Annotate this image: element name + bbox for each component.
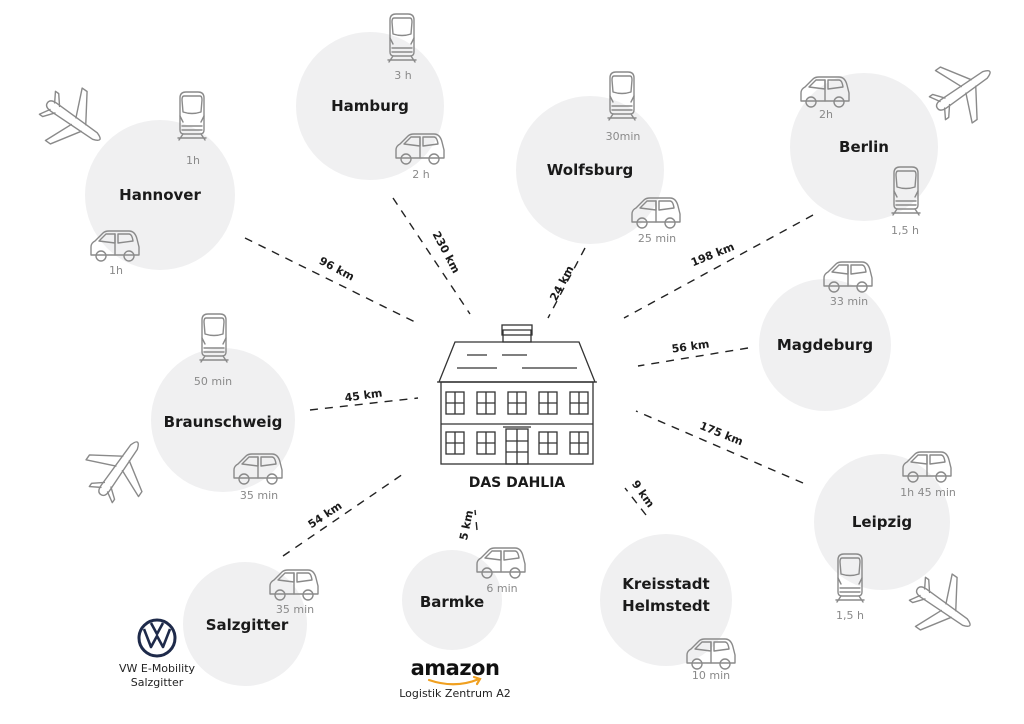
city-name-magdeburg: Magdeburg (777, 336, 873, 354)
distance-label-berlin: 198 km (689, 240, 736, 269)
city-name-helmstedt-line1: Kreisstadt (622, 575, 709, 593)
city-circle-berlin (790, 73, 938, 221)
city-magdeburg: Magdeburg 33 min (777, 261, 873, 354)
distance-label-salzgitter: 54 km (306, 499, 345, 531)
car-time-helmstedt: 10 min (692, 669, 730, 682)
route-line-leipzig (635, 410, 804, 484)
route-line-barmke (474, 509, 478, 531)
distance-label-hannover: 96 km (317, 254, 357, 283)
distance-label-barmke: 5 km (457, 509, 476, 541)
car-time-hamburg: 2 h (412, 168, 429, 181)
city-circle-magdeburg (759, 279, 891, 411)
distance-label-magdeburg: 56 km (671, 337, 710, 355)
city-berlin: Berlin 2h 1,5 h (800, 44, 1009, 237)
city-group: Hannover 1h 1h Hamburg 3 h 2 h Wolfsburg 30min 2… (28, 13, 1009, 682)
das-dahlia-label: DAS DAHLIA (469, 475, 566, 491)
amazon-logo-icon: amazon (411, 656, 500, 680)
city-circle-hannover (85, 120, 235, 270)
amazon-smile-icon (427, 675, 482, 686)
train-time-wolfsburg: 30min (606, 130, 641, 143)
vw-label-line1: VW E-Mobility (119, 662, 196, 675)
amazon-partner: amazon Logistik Zentrum A2 (399, 656, 511, 700)
distance-label-braunschweig: 45 km (344, 386, 383, 404)
city-wolfsburg: Wolfsburg 30min 25 min (547, 71, 681, 245)
route-line-hannover (244, 237, 416, 323)
city-name-wolfsburg: Wolfsburg (547, 161, 633, 179)
city-name-hannover: Hannover (119, 186, 201, 204)
route-line-hamburg (392, 197, 471, 315)
amazon-label: Logistik Zentrum A2 (399, 687, 511, 700)
train-time-hamburg: 3 h (394, 69, 411, 82)
city-name-salzgitter: Salzgitter (206, 616, 289, 634)
car-time-leipzig: 1h 45 min (900, 486, 956, 499)
distance-label-leipzig: 175 km (698, 419, 745, 448)
city-circle-leipzig (814, 454, 950, 590)
airplane-icon (73, 423, 165, 514)
route-line-magdeburg (637, 347, 749, 367)
car-time-hannover: 1h (109, 264, 123, 277)
route-line-helmstedt (624, 487, 647, 516)
car-time-braunschweig: 35 min (240, 489, 278, 502)
train-time-berlin: 1,5 h (891, 224, 919, 237)
route-line-wolfsburg (547, 247, 586, 319)
distance-label-wolfsburg: 24 km (547, 264, 576, 304)
distance-label-helmstedt: 9 km (629, 478, 657, 510)
city-name-berlin: Berlin (839, 138, 889, 156)
route-line-braunschweig (309, 397, 419, 411)
car-time-magdeburg: 33 min (830, 295, 868, 308)
car-time-berlin: 2h (819, 108, 833, 121)
train-time-hannover: 1h (186, 154, 200, 167)
city-circle-braunschweig (151, 348, 295, 492)
city-name-braunschweig: Braunschweig (164, 413, 283, 431)
city-leipzig: Leipzig 1h 45 min 1,5 h (835, 451, 989, 653)
distance-label-hamburg: 230 km (430, 229, 463, 275)
car-time-salzgitter: 35 min (276, 603, 314, 616)
route-line-salzgitter (282, 471, 407, 557)
city-hamburg: Hamburg 3 h 2 h (331, 13, 445, 181)
house-icon (437, 324, 597, 465)
route-line-berlin (623, 214, 814, 319)
vw-label-line2: Salzgitter (131, 676, 184, 689)
city-hannover: Hannover 1h 1h (28, 75, 207, 277)
city-circle-helmstedt (600, 534, 732, 666)
car-time-wolfsburg: 25 min (638, 232, 676, 245)
car-time-barmke: 6 min (486, 582, 517, 595)
city-name-barmke: Barmke (420, 593, 484, 611)
city-name-leipzig: Leipzig (852, 513, 912, 531)
city-name-hamburg: Hamburg (331, 97, 409, 115)
train-time-leipzig: 1,5 h (836, 609, 864, 622)
route-lines: 96 km 230 km 24 km 198 km 56 km 175 km 9 km 5 k… (244, 197, 814, 557)
vw-logo-icon (137, 618, 177, 658)
vw-partner: VW E-Mobility Salzgitter (119, 618, 196, 689)
city-circles (85, 32, 950, 686)
city-circle-barmke (402, 550, 502, 650)
city-circle-wolfsburg (516, 96, 664, 244)
city-circle-hamburg (296, 32, 444, 180)
train-time-braunschweig: 50 min (194, 375, 232, 388)
das-dahlia-house: DAS DAHLIA (437, 324, 597, 491)
city-braunschweig: Braunschweig 50 min 35 min (73, 313, 283, 514)
city-name-helmstedt-line2: Helmstedt (622, 597, 710, 615)
